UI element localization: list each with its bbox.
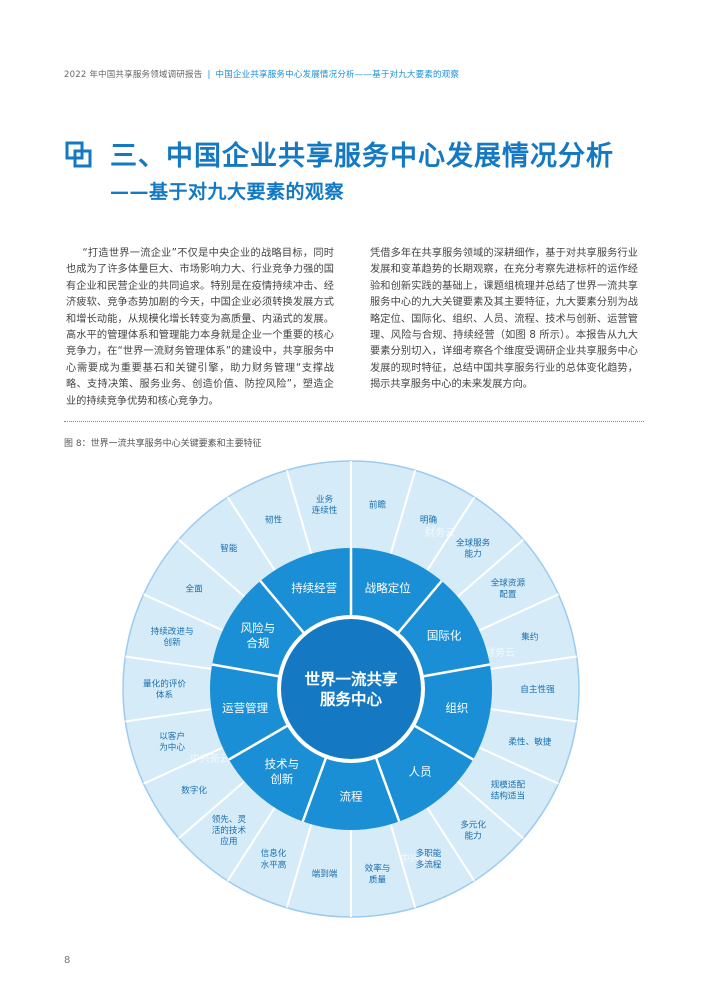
feature-label: 业务 <box>316 493 334 505</box>
dotted-divider <box>64 421 644 422</box>
feature-divider <box>178 538 246 598</box>
page-number: 8 <box>64 955 71 966</box>
feature-label: 配置 <box>499 589 517 600</box>
header-separator: | <box>207 70 211 80</box>
watermark-text: 财务云 <box>425 526 455 539</box>
watermark-text: 中兴新云 <box>400 852 440 865</box>
feature-label: 明确 <box>420 513 437 525</box>
element-label: 战略定位 <box>365 581 411 595</box>
feature-divider <box>490 655 577 670</box>
feature-label: 自主性强 <box>520 683 555 695</box>
feature-divider <box>490 708 577 723</box>
feature-label: 质量 <box>369 873 387 885</box>
element-divider <box>395 580 443 637</box>
element-label: 合规 <box>246 636 269 650</box>
feature-divider <box>178 780 246 840</box>
feature-label: 前瞻 <box>369 499 387 511</box>
element-label: 人员 <box>409 765 432 779</box>
feature-label: 量化的评价 <box>143 678 186 690</box>
feature-label: 持续改进与 <box>151 625 194 637</box>
feature-divider <box>226 496 276 571</box>
element-divider <box>211 663 283 679</box>
element-label: 国际化 <box>427 628 462 642</box>
element-divider <box>373 754 401 822</box>
feature-divider <box>456 780 524 840</box>
element-label: 风险与 <box>241 621 276 635</box>
page-title: 三、中国企业共享服务中心发展情况分析 <box>110 141 614 172</box>
running-header: 2022 年中国共享服务领域调研报告 | 中国企业共享服务中心发展情况分析——基于对… <box>64 68 459 80</box>
section-name: 中国企业共享服务中心发展情况分析——基于对九大要素的观察 <box>215 70 460 80</box>
feature-label: 柔性、敏捷 <box>508 736 551 748</box>
element-label: 技术与 <box>265 757 300 771</box>
element-divider <box>259 580 307 637</box>
feature-label: 全面 <box>185 582 203 594</box>
element-divider <box>228 722 292 761</box>
feature-label: 韧性 <box>265 513 283 525</box>
feature-label: 连续性 <box>312 504 338 516</box>
watermark-text: 财务云 <box>485 646 515 659</box>
feature-divider <box>389 824 417 909</box>
feature-label: 活的技术 <box>212 824 247 836</box>
feature-divider <box>389 469 417 554</box>
feature-label: 端到端 <box>312 868 338 880</box>
feature-divider <box>125 708 212 723</box>
figure-caption: 图 8：世界一流共享服务中心关键要素和主要特征 <box>64 439 262 449</box>
feature-divider <box>478 746 559 785</box>
element-label: 组织 <box>445 701 468 715</box>
feature-divider <box>143 746 224 785</box>
page-subtitle: ——基于对九大要素的观察 <box>110 181 345 203</box>
element-divider <box>419 663 491 679</box>
feature-divider <box>143 593 224 632</box>
feature-label: 结构适当 <box>491 790 525 802</box>
center-label: 服务中心 <box>320 690 383 709</box>
feature-label: 集约 <box>521 631 538 643</box>
body-text-left: “打造世界一流企业”不仅是中央企业的战略目标，同时也成为了许多体量巨大、市场影响… <box>66 248 334 407</box>
element-divider <box>410 722 474 761</box>
feature-label: 信息化 <box>261 847 287 859</box>
feature-divider <box>285 469 313 554</box>
feature-label: 能力 <box>464 548 481 560</box>
element-label: 流程 <box>340 790 363 804</box>
feature-divider <box>478 593 559 632</box>
feature-divider <box>285 824 313 909</box>
feature-divider <box>456 538 524 598</box>
feature-divider <box>125 655 212 670</box>
feature-label: 全球服务 <box>456 537 491 549</box>
feature-label: 多元化 <box>460 819 486 831</box>
element-divider <box>301 754 329 822</box>
watermark-text: 中兴新云 <box>190 752 230 765</box>
feature-label: 应用 <box>220 835 237 847</box>
body-text-right: 凭借多年在共享服务领域的深耕细作，基于对共享服务行业发展和变革趋势的长期观察，在… <box>370 248 638 391</box>
element-label: 持续经营 <box>291 581 337 595</box>
element-label: 运营管理 <box>222 701 268 715</box>
feature-label: 以客户 <box>159 730 185 742</box>
feature-label: 数字化 <box>181 784 207 796</box>
feature-label: 体系 <box>156 689 174 701</box>
feature-divider <box>426 807 476 882</box>
feature-label: 为中心 <box>159 741 185 753</box>
center-label: 世界一流共享 <box>304 670 397 689</box>
feature-label: 规模适配 <box>491 779 526 790</box>
feature-label: 效率与 <box>365 862 391 874</box>
feature-label: 能力 <box>464 830 481 842</box>
feature-label: 多流程 <box>416 858 442 870</box>
feature-divider <box>426 496 476 571</box>
feature-divider <box>226 807 276 882</box>
report-name: 2022 年中国共享服务领域调研报告 <box>64 70 203 80</box>
feature-label: 创新 <box>163 636 181 648</box>
section-icon <box>65 141 92 168</box>
center-circle <box>281 619 421 759</box>
feature-label: 多职能 <box>416 847 442 859</box>
feature-label: 水平高 <box>261 858 287 870</box>
feature-label: 领先、灵 <box>212 813 247 825</box>
element-label: 创新 <box>270 772 293 786</box>
feature-label: 智能 <box>220 542 238 554</box>
feature-label: 全球资源 <box>491 577 526 589</box>
